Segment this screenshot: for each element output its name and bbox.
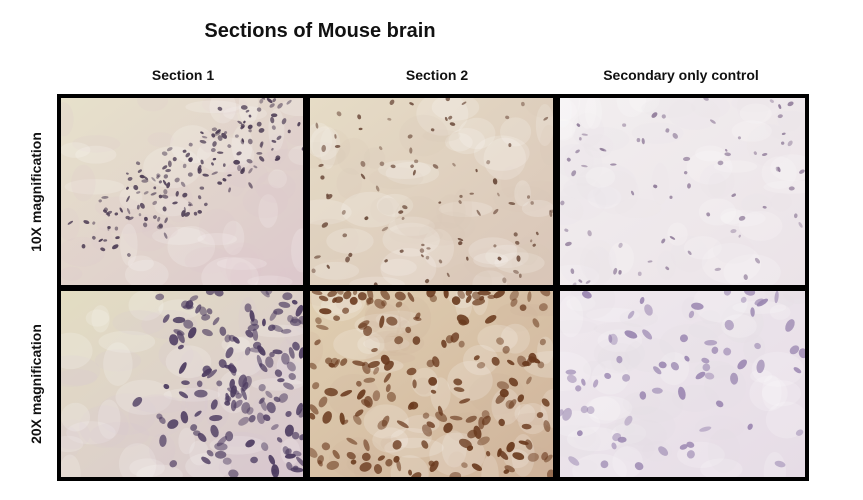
micrograph-grid (57, 94, 809, 481)
column-label-section-1: Section 1 (151, 67, 215, 83)
column-label-section-2: Section 2 (405, 67, 469, 83)
column-label-secondary-control: Secondary only control (603, 67, 759, 83)
row-label-20x: 20X magnification (28, 324, 44, 444)
panel-section1-10x (61, 98, 303, 285)
micrograph-texture (310, 291, 553, 477)
micrograph-texture (310, 98, 553, 285)
micrograph-texture (61, 291, 303, 477)
panel-control-10x (560, 98, 805, 285)
row-label-10x: 10X magnification (28, 132, 44, 252)
panel-control-20x (560, 291, 805, 477)
panel-section2-20x (310, 291, 553, 477)
micrograph-texture (61, 98, 303, 285)
panel-section1-20x (61, 291, 303, 477)
figure-title: Sections of Mouse brain (204, 20, 436, 42)
panel-section2-10x (310, 98, 553, 285)
micrograph-texture (560, 98, 805, 285)
micrograph-texture (560, 291, 805, 477)
